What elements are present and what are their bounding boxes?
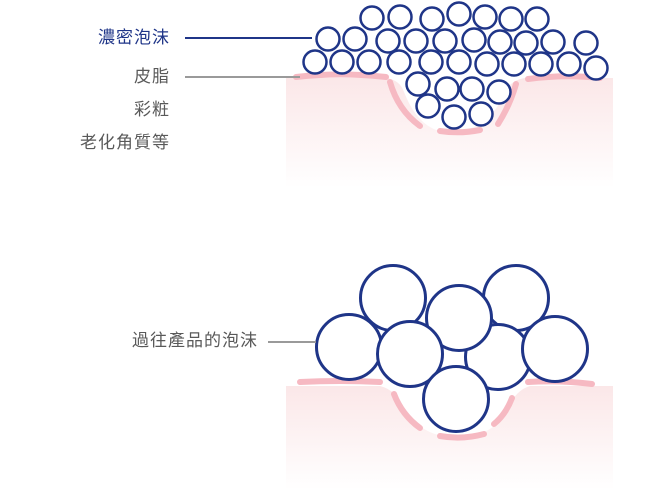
dense-foam-label: 濃密泡沫 [98,28,170,48]
bottom-dirt-deposits [297,378,595,441]
ordinary-foam-bubble [315,313,383,381]
ordinary-foam-label: 過往產品的泡沫 [132,331,258,351]
dense-foam-bubble [419,6,445,32]
ordinary-foam-bubble [425,284,493,352]
dense-foam-bubble [386,49,412,75]
dense-foam-bubble [459,76,485,102]
makeup-label: 彩粧 [134,100,170,120]
dense-foam-bubble [468,101,494,127]
dense-foam-bubble [501,51,527,77]
dense-foam-bubble [461,27,487,53]
dense-foam-bubble [403,28,429,54]
ordinary-foam-bubble [521,315,589,383]
dense-foam-bubble [583,55,609,81]
dense-foam-bubble [302,49,328,75]
dense-foam-bubble [498,6,524,32]
dense-foam-bubble [432,28,458,54]
dense-foam-bubble [573,30,599,56]
dense-foam-bubble [415,93,441,119]
dense-foam-bubble [446,1,472,27]
dense-foam-bubble [342,26,368,52]
dense-foam-bubble [418,49,444,75]
dense-foam-bubble [387,4,413,30]
dense-foam-bubble [486,79,512,105]
ordinary-foam-bubble [422,365,490,433]
dense-foam-bubble [524,6,550,32]
dense-foam-bubble [474,51,500,77]
dense-foam-bubble [528,51,554,77]
dense-foam-bubble [556,51,582,77]
dense-foam-bubble [540,29,566,55]
ordinary-foam-bubble [376,320,444,388]
ordinary-foam-bubble-cluster [315,264,589,433]
dense-foam-bubble [329,49,355,75]
dense-foam-bubble [315,26,341,52]
dense-foam-bubble [359,5,385,31]
dense-foam-bubble [472,4,498,30]
dense-foam-bubble [434,76,460,102]
dense-foam-bubble [405,71,431,97]
dense-foam-bubble [375,28,401,54]
sebum-label: 皮脂 [134,67,170,87]
dead-skin-label: 老化角質等 [80,133,170,153]
dense-foam-bubble [487,29,513,55]
dense-foam-bubble [446,49,472,75]
dense-foam-bubble [356,49,382,75]
dense-foam-bubble [441,104,467,130]
dense-foam-bubble-cluster [302,1,609,130]
dense-foam-bubble [513,30,539,56]
